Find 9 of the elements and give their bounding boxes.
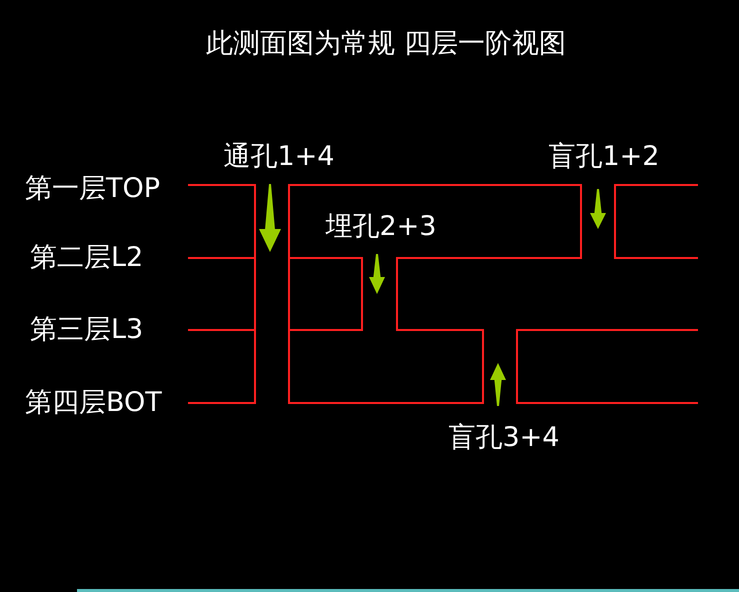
via-label: 盲孔1+2 (548, 142, 660, 172)
layer-label: 第二层L2 (30, 243, 144, 273)
via-label: 通孔1+4 (224, 142, 334, 172)
layer-label: 第三层L3 (30, 315, 144, 345)
diagram-title: 此测面图为常规 四层一阶视图 (206, 29, 566, 59)
via-label: 盲孔3+4 (448, 423, 560, 453)
layer-label: 第一层TOP (25, 174, 160, 204)
via-label: 埋孔2+3 (326, 212, 436, 242)
layer-label: 第四层BOT (25, 388, 162, 418)
